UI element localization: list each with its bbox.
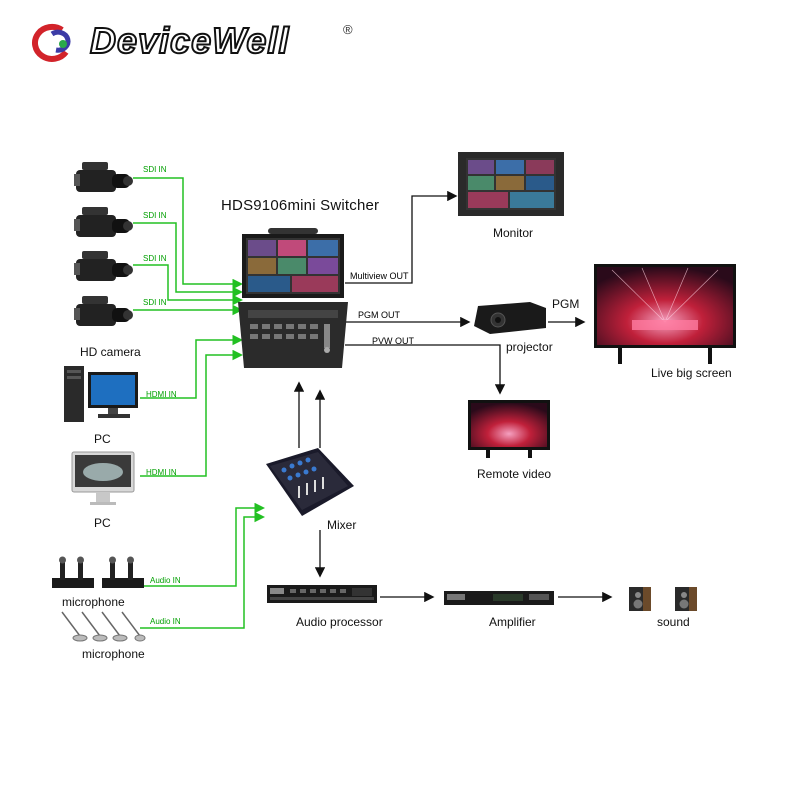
- sdi-in-label: SDI IN: [143, 298, 167, 307]
- mixer-label: Mixer: [327, 518, 356, 532]
- hdmi-line-2: [140, 355, 240, 476]
- multiview-out-label: Multiview OUT: [350, 271, 409, 281]
- amplifier-icon: [443, 589, 555, 607]
- microphone-label: microphone: [82, 647, 145, 661]
- audio-in-label: Audio IN: [150, 576, 181, 585]
- tv-icon: [466, 398, 552, 460]
- audio-line-2: [140, 517, 262, 628]
- pgm-out-label: PGM OUT: [358, 310, 400, 320]
- speaker-icon: [625, 583, 705, 613]
- pgm-label: PGM: [552, 297, 579, 311]
- mixer-icon: [262, 446, 356, 518]
- pvw-line: [345, 345, 500, 392]
- sdi-in-label: SDI IN: [143, 211, 167, 220]
- audio-in-label: Audio IN: [150, 617, 181, 626]
- remote-video-label: Remote video: [477, 467, 551, 481]
- hdmi-in-label: HDMI IN: [146, 468, 177, 477]
- live-screen-label: Live big screen: [651, 366, 732, 380]
- wireless-microphone-icon: [48, 556, 148, 592]
- live-screen-icon: [592, 262, 738, 366]
- sdi-in-label: SDI IN: [143, 254, 167, 263]
- sdi-line-1: [133, 178, 240, 284]
- pc-label: PC: [94, 516, 111, 530]
- projector-label: projector: [506, 340, 553, 354]
- hdmi-in-label: HDMI IN: [146, 390, 177, 399]
- camera-label: HD camera: [80, 345, 141, 359]
- projector-icon: [470, 298, 550, 338]
- audio-processor-label: Audio processor: [296, 615, 383, 629]
- monitor-label: Monitor: [493, 226, 533, 240]
- audio-processor-icon: [266, 583, 378, 605]
- sound-label: sound: [657, 615, 690, 629]
- pc-label: PC: [94, 432, 111, 446]
- camera-icon: [72, 247, 134, 287]
- sdi-in-label: SDI IN: [143, 165, 167, 174]
- switcher-device-icon: [238, 228, 348, 368]
- camera-icon: [72, 292, 134, 332]
- pvw-out-label: PVW OUT: [372, 336, 414, 346]
- camera-icon: [72, 158, 134, 198]
- monitor-icon: [456, 150, 566, 220]
- switcher-title: HDS9106mini Switcher: [221, 197, 379, 214]
- amplifier-label: Amplifier: [489, 615, 536, 629]
- imac-icon: [70, 450, 136, 508]
- camera-icon: [72, 203, 134, 243]
- pc-tower-icon: [62, 364, 142, 426]
- sdi-line-3: [133, 265, 240, 300]
- conference-microphone-icon: [56, 606, 146, 646]
